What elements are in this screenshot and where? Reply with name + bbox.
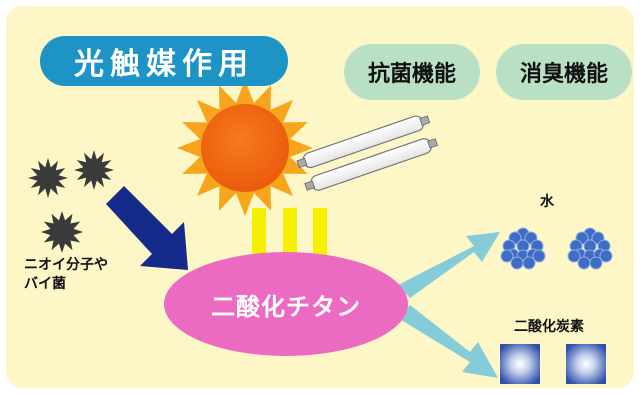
output-arrow-water [398,232,500,298]
carbon-dioxide-label: 二酸化炭素 [514,319,584,335]
fluorescent-lamp-icon [296,115,439,191]
co2-cube-icon [500,344,606,384]
germ-icon [28,150,114,253]
output-arrow-co2 [398,305,498,378]
antibacterial-function-label: 抗菌機能 [344,44,480,100]
water-label: 水 [540,194,554,210]
title-banner: 光触媒作用 [40,36,288,86]
sun-icon [177,80,313,216]
output-arrows [398,232,500,378]
deodorizing-function-label: 消臭機能 [496,44,632,100]
water-molecule-icon [500,227,613,270]
odor-germs-label: ニオイ分子や バイ菌 [24,257,108,292]
input-arrow [106,186,188,270]
titanium-dioxide-catalyst: 二酸化チタン [164,252,408,356]
